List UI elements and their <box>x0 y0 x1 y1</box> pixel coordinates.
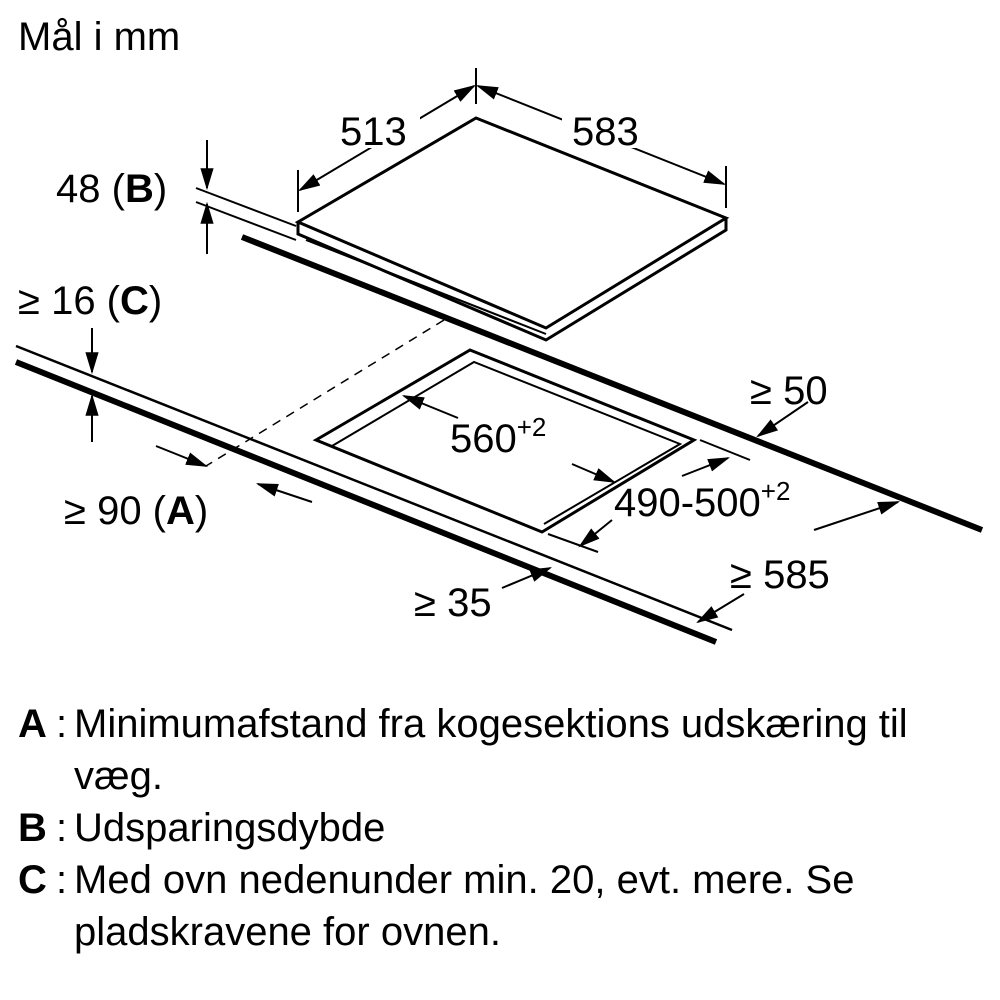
worktop-back-edge <box>240 234 984 533</box>
legend-colon: : <box>56 702 68 746</box>
side-clearance-arrow <box>756 401 809 438</box>
front-clearance-label: ≥ 35 <box>414 581 492 625</box>
hob-width-label: 583 <box>572 110 639 154</box>
legend-text: Minimumafstand fra kogesektions udskærin… <box>74 702 908 798</box>
legend-item-b: B : Udsparingsdybde <box>18 802 988 854</box>
legend-item-a: A : Minimumafstand fra kogesektions udsk… <box>18 698 988 802</box>
cutout-width-arrow-left <box>401 395 459 419</box>
recess-depth-label: 48 (B) <box>56 167 167 211</box>
cutout-depth-arrow-front <box>578 519 613 548</box>
front-clearance-arrow <box>501 567 553 589</box>
hob-bottom-edge <box>305 239 547 335</box>
worktop-front-top-edge <box>15 344 733 632</box>
legend-key: A <box>18 702 47 746</box>
worktop-depth-arrow-back <box>813 501 901 531</box>
diagram-title: Mål i mm <box>18 15 180 59</box>
worktop-depth-dimension <box>696 501 901 624</box>
cutout-depth-dimension <box>547 439 751 553</box>
cutout-depth-arrow-back <box>681 457 731 477</box>
cutout-width-dimension <box>401 395 617 483</box>
wall-distance-label: ≥ 90 (A) <box>64 489 208 533</box>
cutout-depth-extension-line-front <box>547 533 599 553</box>
wall-distance-arrow-left <box>255 483 313 503</box>
side-clearance-dimension <box>756 401 809 438</box>
legend-key: B <box>18 806 47 850</box>
side-clearance-label: ≥ 50 <box>750 369 828 413</box>
front-clearance-dimension <box>501 567 553 589</box>
hob-depth-label: 513 <box>340 110 407 154</box>
wall-distance-arrow-right <box>155 445 209 467</box>
cutout-depth-label: 490-500+2 <box>614 476 790 525</box>
legend: A : Minimumafstand fra kogesektions udsk… <box>18 698 988 958</box>
hob-front-edge <box>296 218 728 342</box>
cutout-depth-extension-line-back <box>699 439 751 461</box>
hob-projection-dashed-line <box>205 319 445 467</box>
recess-top-extension-line <box>195 187 297 227</box>
worktop-depth-arrow-front <box>696 593 745 624</box>
worktop-depth-label: ≥ 585 <box>730 553 830 597</box>
wall-distance-dimension <box>155 445 313 503</box>
legend-colon: : <box>56 858 68 902</box>
legend-colon: : <box>56 806 68 850</box>
cutout-width-arrow-right <box>571 463 617 483</box>
hob-depth-label-bg <box>330 100 420 148</box>
legend-key: C <box>18 858 47 902</box>
worktop-front-bottom-edge <box>14 359 718 645</box>
legend-text: Med ovn nedenunder min. 20, evt. mere. S… <box>74 858 855 954</box>
recess-depth-dimension <box>195 140 297 254</box>
worktop-drawing <box>14 234 984 645</box>
hob-width-label-bg <box>562 100 652 148</box>
worktop-thickness-label: ≥ 16 (C) <box>18 279 162 323</box>
cutout-outer-edge <box>312 348 698 534</box>
legend-item-c: C : Med ovn nedenunder min. 20, evt. mer… <box>18 854 988 958</box>
cutout-width-label: 560+2 <box>450 412 546 461</box>
legend-text: Udsparingsdybde <box>74 806 386 850</box>
